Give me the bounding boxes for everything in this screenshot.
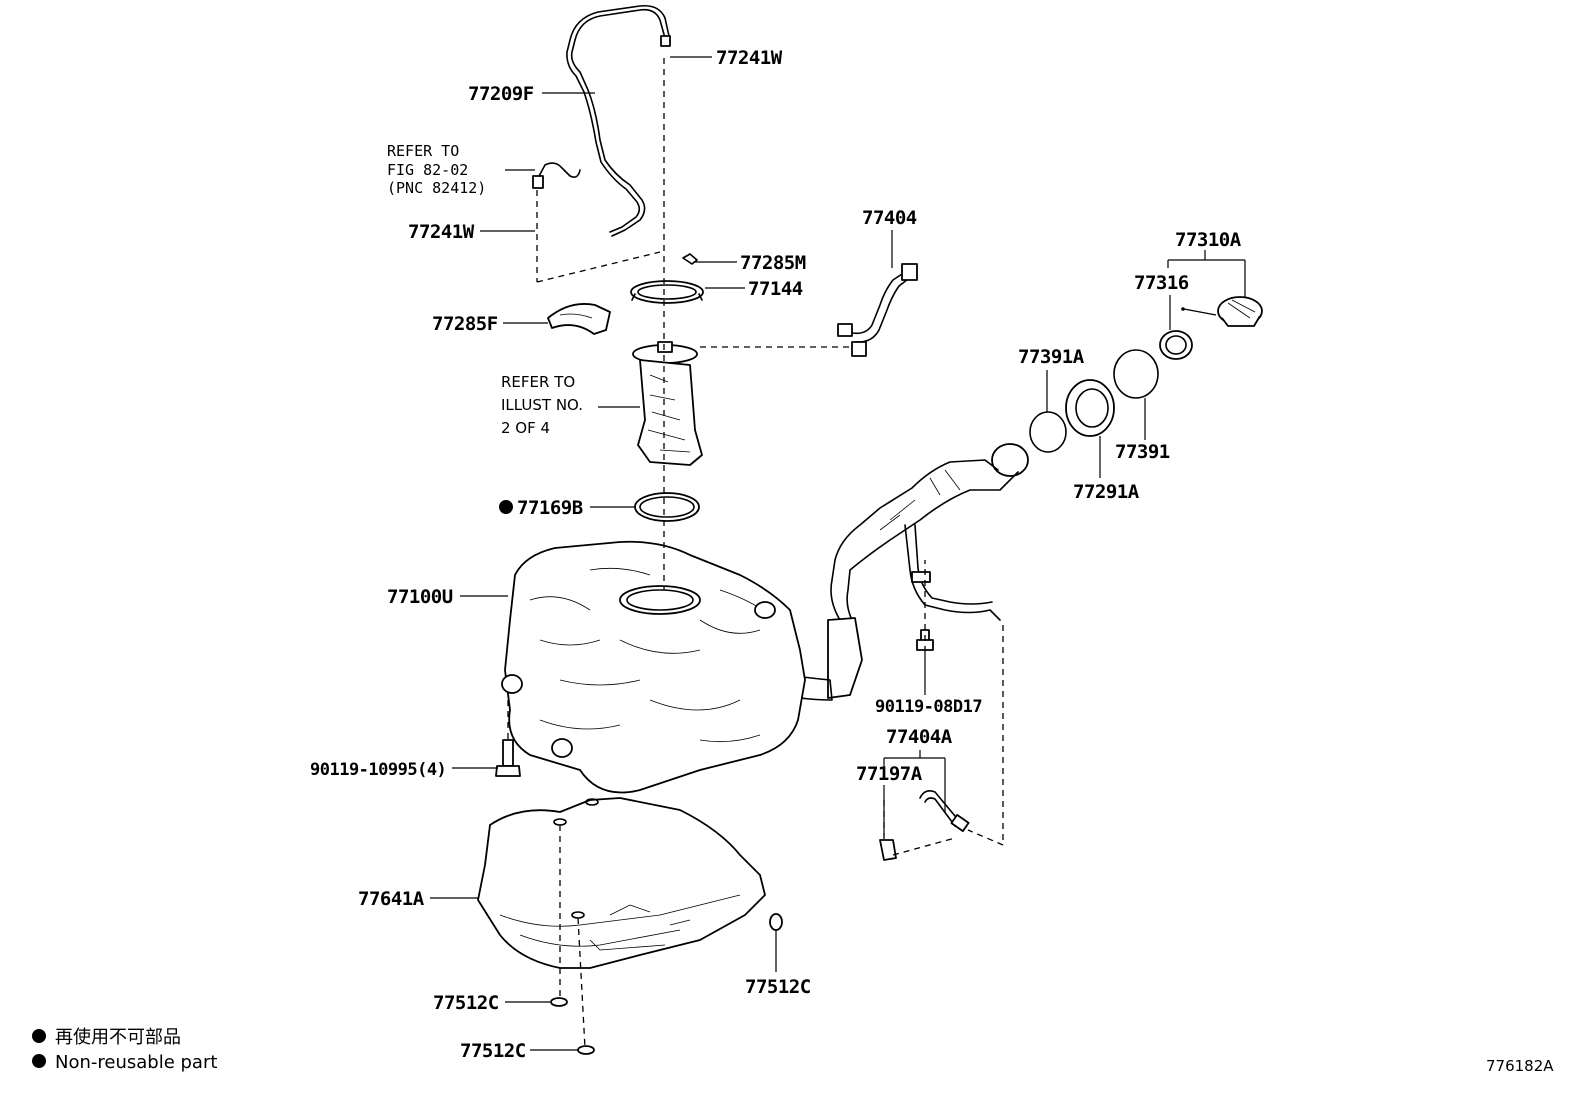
figure-code: 776182A <box>1486 1057 1554 1075</box>
leader-lines <box>430 56 1246 1051</box>
seal-drawing <box>1159 330 1193 360</box>
non-reusable-marker <box>499 500 513 514</box>
hose-drawing <box>837 263 918 357</box>
label-77641a: 77641A <box>358 888 425 910</box>
fuel-tank-drawing <box>501 540 806 794</box>
label-77391a: 77391A <box>1018 346 1085 368</box>
label-77310a: 77310A <box>1175 229 1242 251</box>
plug-right-drawing <box>769 913 783 931</box>
legend-jp: 再使用不可部品 <box>55 1027 181 1048</box>
refer-fig-line3: (PNC 82412) <box>387 179 486 197</box>
label-77512c-right: 77512C <box>745 976 811 998</box>
label-77512c-bottom: 77512C <box>460 1040 526 1062</box>
refer-fig-line2: FIG 82-02 <box>387 161 468 179</box>
plug-bottom-drawing <box>577 1045 595 1055</box>
label-77291a: 77291A <box>1073 481 1140 503</box>
gasket-77391-drawing <box>1113 349 1159 399</box>
filler-seal-drawing <box>1065 379 1115 437</box>
label-77391: 77391 <box>1115 441 1170 463</box>
label-77169b: 77169B <box>517 497 583 519</box>
refer-illust-line1: REFER TO <box>501 373 575 391</box>
legend-en: Non-reusable part <box>55 1052 217 1073</box>
legend-dot-en <box>32 1054 46 1068</box>
label-77209f: 77209F <box>468 83 534 105</box>
label-77512c-mid: 77512C <box>433 992 499 1014</box>
bolt-10995-drawing <box>495 739 521 777</box>
clip-drawing <box>682 253 698 265</box>
breather-tube-drawing <box>879 790 970 861</box>
refer-illust-line2: ILLUST NO. <box>501 396 583 414</box>
legend-dot-jp <box>32 1029 46 1043</box>
fuel-pump-module-drawing <box>632 341 703 466</box>
label-77404: 77404 <box>862 207 917 229</box>
label-77241w-top: 77241W <box>716 47 783 69</box>
label-77404a: 77404A <box>886 726 953 748</box>
refer-fig-line1: REFER TO <box>387 142 459 160</box>
fuel-tube-drawing <box>566 4 671 237</box>
label-77197a: 77197A <box>856 763 923 785</box>
label-77285m: 77285M <box>740 252 806 274</box>
label-77241w-left: 77241W <box>408 221 475 243</box>
retainer-ring-drawing <box>630 280 704 304</box>
label-77316: 77316 <box>1134 272 1189 294</box>
gasket-77391a-drawing <box>1029 411 1067 453</box>
plug-mid-drawing <box>550 997 568 1007</box>
filler-pipe-drawing <box>761 443 1029 701</box>
label-77144: 77144 <box>748 278 803 300</box>
protector-drawing <box>477 797 766 969</box>
connector-drawing <box>532 162 581 189</box>
refer-illust-line3: 2 OF 4 <box>501 419 550 437</box>
label-90119-08d17: 90119-08D17 <box>875 697 982 717</box>
fuel-cap-drawing <box>1181 296 1263 327</box>
label-90119-10995: 90119-10995(4) <box>310 760 446 780</box>
label-77100u: 77100U <box>387 586 453 608</box>
label-77285f: 77285F <box>432 313 498 335</box>
cover-drawing <box>547 303 611 335</box>
